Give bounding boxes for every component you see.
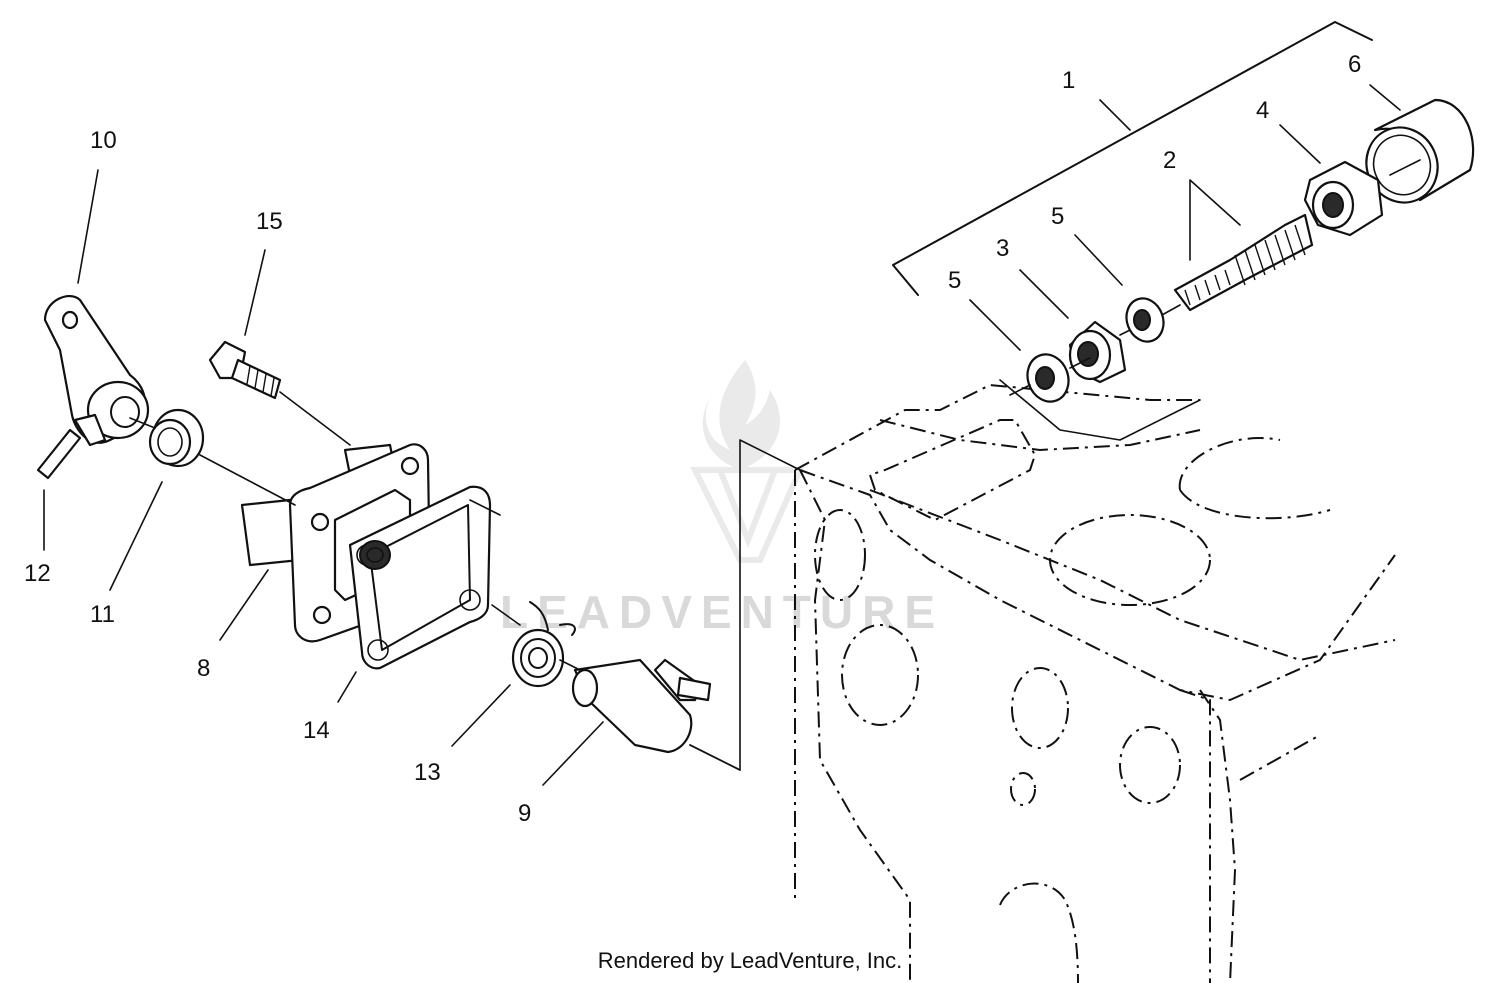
bushing-part-11 [148,408,205,468]
callout-11: 11 [90,601,115,628]
callout-5b: 5 [1051,203,1064,230]
callout-9: 9 [518,800,531,827]
callout-5a: 5 [948,267,961,294]
callout-10: 10 [90,127,117,154]
spring-stud-part-2 [1173,213,1314,312]
spring-part-13 [511,601,576,688]
callout-8: 8 [197,655,210,682]
callout-2: 2 [1163,147,1176,174]
leader-lines [43,84,1401,786]
footer-credit: Rendered by LeadVenture, Inc. [598,948,903,973]
axis-line-assembly [1009,159,1421,396]
callout-14: 14 [303,717,330,744]
gasket-part-14 [348,485,492,670]
axis-line-left [129,391,741,771]
bracket-assembly-1 [892,21,1373,296]
pin-part-12 [36,428,82,480]
spring-inner [359,540,391,570]
callout-6: 6 [1348,51,1361,78]
shaft-part-9 [571,658,712,754]
cylinder-head [794,379,1396,983]
watermark-text: LEADVENTURE [500,586,944,638]
callout-15: 15 [256,208,283,235]
nut-part-3 [1068,320,1127,384]
callout-13: 13 [414,759,441,786]
bolt-part-15 [208,340,282,400]
washer-part-5-lower [1026,353,1070,403]
washer-part-5-upper [1125,297,1165,343]
hex-nut-part-4 [1303,160,1384,237]
watermark-logo [690,360,805,563]
cap-part-6 [1365,98,1475,204]
callout-4: 4 [1256,97,1269,124]
callout-3: 3 [996,235,1009,262]
callout-12: 12 [24,560,51,587]
lever-part-10 [43,294,150,447]
callout-1: 1 [1062,67,1075,94]
